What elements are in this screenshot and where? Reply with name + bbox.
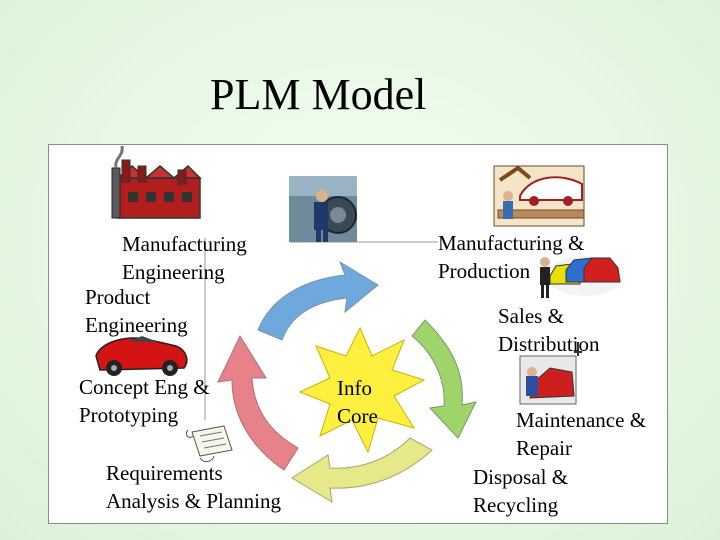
cycle-arrow-bottom: [291, 437, 433, 503]
label-manufacturing-production-line1: Manufacturing &: [438, 231, 585, 255]
label-manufacturing-engineering-line2: Engineering: [122, 260, 225, 284]
cycle-arrow-right: [411, 319, 477, 439]
info-core-label-line1: Info: [337, 376, 372, 400]
factory-icon: [111, 145, 202, 219]
label-sales-line1: Sales &: [498, 304, 564, 328]
label-manufacturing-production-line2: Production: [438, 259, 531, 283]
info-core-label-line2: Core: [337, 404, 378, 428]
cycle-arrow-top: [257, 260, 379, 341]
label-manufacturing-engineering-line1: Manufacturing: [122, 232, 247, 256]
label-maintenance-line1: Maintenance &: [516, 408, 647, 432]
mechanic-icon: [519, 342, 582, 405]
cycle-arrow-left: [217, 334, 299, 471]
label-maintenance-line2: Repair: [516, 436, 572, 460]
label-requirements-line2: Analysis & Planning: [106, 489, 282, 513]
car-lot-icon: [540, 256, 623, 298]
label-product-engineering-line1: Product: [85, 285, 151, 309]
label-sales-line2: Distribution: [498, 332, 600, 356]
slide-title: PLM Model: [210, 70, 427, 119]
assembly-line-icon: [493, 165, 585, 227]
sports-car-icon: [95, 336, 188, 376]
label-requirements-line1: Requirements: [106, 461, 223, 485]
label-disposal-line2: Recycling: [473, 493, 559, 517]
info-core-star: [298, 326, 426, 454]
scroll-document-icon: [185, 425, 233, 463]
label-concept-line1: Concept Eng &: [79, 375, 210, 399]
label-disposal-line1: Disposal &: [473, 465, 569, 489]
label-product-engineering-line2: Engineering: [85, 313, 188, 337]
worker-photo-icon: [289, 176, 357, 242]
label-concept-line2: Prototyping: [79, 403, 179, 427]
